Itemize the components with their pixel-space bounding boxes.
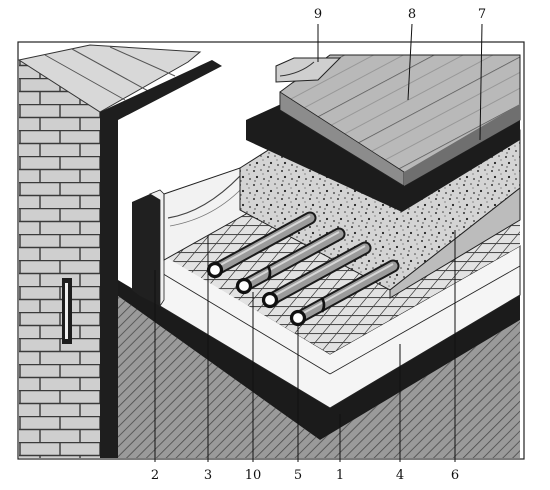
edge-strip-white <box>149 189 165 308</box>
floor-slab <box>118 296 520 458</box>
callout-label-6: 6 <box>451 468 459 483</box>
pipe-end <box>261 291 279 309</box>
skirting-board <box>275 57 342 83</box>
floor-boards-front <box>404 104 520 186</box>
callout-group: 9 8 7 2 3 10 5 1 4 6 <box>151 7 486 483</box>
pipe-end <box>235 277 253 295</box>
pipe-end <box>206 261 224 279</box>
slab-waterproofing <box>118 280 520 440</box>
callout-label-5: 5 <box>294 468 302 483</box>
callout-label-1: 1 <box>336 468 344 483</box>
wall-insulation-strip <box>100 60 222 458</box>
pipe-clip <box>266 265 272 281</box>
pipe <box>235 227 346 295</box>
callout-label-7: 7 <box>478 7 486 22</box>
callout-leader <box>479 23 483 141</box>
heating-pipes <box>206 211 400 327</box>
callout-label-3: 3 <box>204 468 212 483</box>
brick-wall-face <box>19 60 100 458</box>
callout-label-8: 8 <box>408 7 416 22</box>
pipe-end <box>289 309 307 327</box>
callout-label-4: 4 <box>396 468 404 483</box>
callout-leader <box>407 23 413 101</box>
pipe <box>261 241 372 309</box>
callout-label-9: 9 <box>314 7 322 22</box>
callout-label-10: 10 <box>245 468 262 483</box>
brick-wall-top <box>17 44 202 113</box>
pipe-clip <box>320 297 326 313</box>
callout-label-2: 2 <box>151 468 159 483</box>
pipe <box>289 259 400 327</box>
edge-strip-dark <box>132 194 160 306</box>
